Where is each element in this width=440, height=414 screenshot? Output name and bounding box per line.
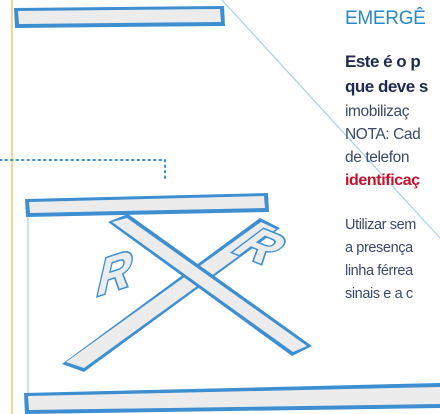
small-text-line-2: a presença — [345, 240, 413, 256]
stop-bar-bottom — [24, 383, 440, 414]
body-text-line-1: imobilizaç — [345, 103, 410, 120]
small-text-line-4: sinais e a c — [345, 286, 413, 302]
svg-text:R: R — [96, 239, 133, 308]
body-text-line-3: de telefon — [345, 149, 410, 166]
perspective-guide-line — [221, 0, 440, 239]
dotted-leader-line — [0, 159, 166, 179]
small-text-line-3: linha férrea — [345, 263, 413, 279]
small-text-line-1: Utilizar sem — [345, 217, 416, 233]
highlight-text-line: identificaç — [345, 172, 420, 189]
info-panel: EMERGÊ Este é o p que deve s imobilizaç … — [345, 0, 440, 414]
stop-bar-middle — [25, 193, 269, 217]
stop-bar-top — [14, 6, 225, 28]
railroad-letter-r-left: R — [95, 237, 135, 309]
lead-text-line-2: que deve s — [345, 77, 428, 96]
section-title: EMERGÊ — [345, 8, 426, 29]
crossing-x-marking — [62, 214, 312, 372]
lead-text-line-1: Este é o p — [345, 52, 421, 71]
body-text-line-2: NOTA: Cad — [345, 126, 421, 143]
